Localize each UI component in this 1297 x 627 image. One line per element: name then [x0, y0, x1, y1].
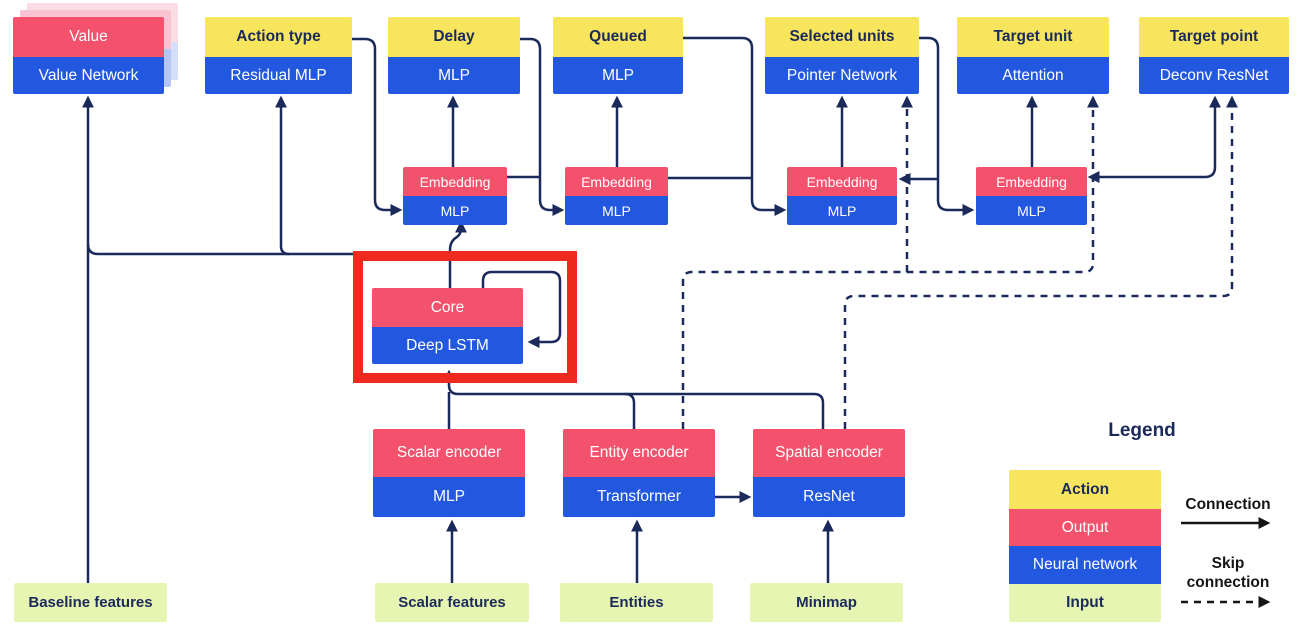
network-label: MLP	[787, 196, 897, 225]
input-box-scalar-features: Scalar features	[375, 583, 529, 622]
output-label: Embedding	[565, 167, 668, 196]
legend-skip-connection-label: Skip connection	[1186, 555, 1270, 591]
conn-selectedunits-to-embedding4	[919, 36, 975, 216]
action-label: Queued	[553, 17, 683, 57]
network-label: MLP	[373, 477, 525, 517]
skip-spatial-to-targetpoint	[843, 95, 1238, 429]
conn-core-self-loop	[481, 270, 562, 348]
network-label: MLP	[403, 196, 507, 225]
head-box-target-unit: Target unit Attention	[957, 17, 1109, 94]
conn-core-to-embedding1	[448, 220, 467, 288]
legend-input-swatch: Input	[1009, 584, 1161, 622]
network-label: Residual MLP	[205, 57, 352, 94]
network-label: MLP	[553, 57, 683, 94]
action-label: Target unit	[957, 17, 1109, 57]
head-box-queued: Queued MLP	[553, 17, 683, 94]
legend-action-swatch: Action	[1009, 470, 1161, 509]
output-label: Embedding	[976, 167, 1087, 196]
conn-actiontype-to-embedding1	[352, 37, 403, 216]
action-label: Target point	[1139, 17, 1289, 57]
conn-encoders-to-core	[443, 369, 825, 429]
conn-entityencoder-branch	[624, 392, 636, 429]
conn-embedding4-to-targetpoint	[1087, 95, 1221, 183]
action-label: Action type	[205, 17, 352, 57]
network-label: Deconv ResNet	[1139, 57, 1289, 94]
network-label: MLP	[976, 196, 1087, 225]
network-label: Pointer Network	[765, 57, 919, 94]
core-box: Core Deep LSTM	[372, 288, 523, 364]
embedding-box-3: Embedding MLP	[787, 167, 897, 225]
encoder-box-entity: Entity encoder Transformer	[563, 429, 715, 517]
output-label: Entity encoder	[563, 429, 715, 477]
input-box-entities: Entities	[560, 583, 713, 622]
skip-entity-to-targetunit	[681, 95, 1099, 429]
network-label: Value Network	[13, 57, 164, 94]
action-label: Delay	[388, 17, 520, 57]
network-label: Deep LSTM	[372, 327, 523, 364]
head-box-value: Value Value Network	[13, 17, 164, 94]
conn-core-to-actiontype	[275, 95, 290, 256]
conn-queued-to-embedding3	[683, 36, 787, 216]
output-label: Embedding	[403, 167, 507, 196]
output-label: Scalar encoder	[373, 429, 525, 477]
conn-core-out-horizontal	[86, 243, 450, 256]
network-label: ResNet	[753, 477, 905, 517]
action-label: Selected units	[765, 17, 919, 57]
output-label: Spatial encoder	[753, 429, 905, 477]
network-label: Transformer	[563, 477, 715, 517]
network-label: MLP	[565, 196, 668, 225]
legend-connection-label: Connection	[1185, 496, 1271, 513]
core-highlight-rectangle	[353, 251, 577, 383]
legend-output-swatch: Output	[1009, 509, 1161, 546]
encoder-box-scalar: Scalar encoder MLP	[373, 429, 525, 517]
embedding-box-4: Embedding MLP	[976, 167, 1087, 225]
output-label: Value	[13, 17, 164, 57]
head-box-delay: Delay MLP	[388, 17, 520, 94]
output-label: Embedding	[787, 167, 897, 196]
legend-network-swatch: Neural network	[1009, 546, 1161, 584]
embedding-box-2: Embedding MLP	[565, 167, 668, 225]
network-label: MLP	[388, 57, 520, 94]
head-box-target-point: Target point Deconv ResNet	[1139, 17, 1289, 94]
encoder-box-spatial: Spatial encoder ResNet	[753, 429, 905, 517]
head-box-action-type: Action type Residual MLP	[205, 17, 352, 94]
conn-delay-to-embedding2	[520, 37, 565, 216]
legend-title: Legend	[1108, 420, 1176, 441]
legend-color-key: Action Output Neural network Input	[1009, 470, 1161, 622]
network-label: Attention	[957, 57, 1109, 94]
output-label: Core	[372, 288, 523, 327]
input-box-baseline-features: Baseline features	[14, 583, 167, 622]
input-box-minimap: Minimap	[750, 583, 903, 622]
head-box-selected-units: Selected units Pointer Network	[765, 17, 919, 94]
embedding-box-1: Embedding MLP	[403, 167, 507, 225]
